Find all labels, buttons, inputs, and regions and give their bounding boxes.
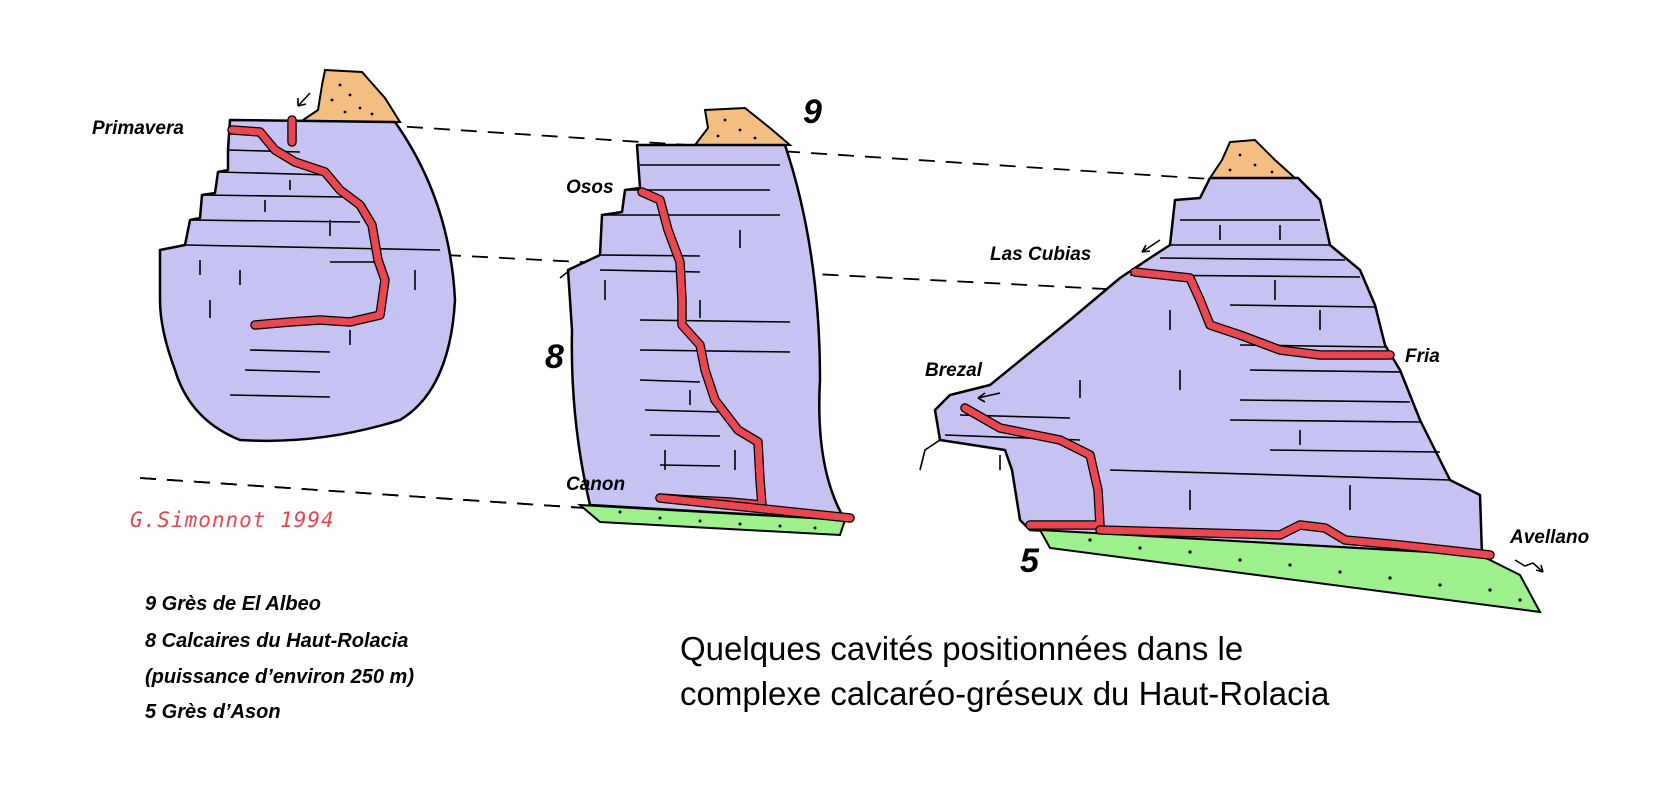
title-line-2: complexe calcaréo-gréseux du Haut-Rolaci… bbox=[680, 675, 1330, 712]
layer-number-labels: 9 8 5 bbox=[545, 93, 1040, 580]
diagram-title: Quelques cavités positionnées dans le co… bbox=[680, 630, 1330, 712]
label-brezal: Brezal bbox=[925, 360, 983, 381]
sandstone-9-dots-3 bbox=[1228, 153, 1274, 174]
legend-item-8-note: (puissance d’environ 250 m) bbox=[145, 666, 414, 688]
sandstone-5-base-2 bbox=[577, 503, 847, 537]
cave-avellano bbox=[1096, 521, 1494, 559]
limestone-block-1 bbox=[158, 118, 457, 443]
title-line-1: Quelques cavités positionnées dans le bbox=[680, 630, 1243, 667]
cave-las-cubias bbox=[1131, 268, 1394, 359]
bedding-block-2 bbox=[599, 164, 791, 470]
arrow-avellano bbox=[1514, 559, 1544, 573]
arrow-brezal bbox=[977, 392, 1001, 403]
layer-number-8: 8 bbox=[545, 338, 564, 376]
limestone-block-3 bbox=[933, 176, 1484, 557]
sandstone-9-dots-2 bbox=[716, 118, 757, 140]
cave-primavera bbox=[228, 126, 389, 329]
sandstone-5-dots-3 bbox=[1088, 538, 1522, 602]
sandstone-9-dots-1 bbox=[330, 83, 374, 116]
sandstone-5-base-3 bbox=[1038, 528, 1542, 614]
dashed-line-top-9 bbox=[379, 124, 1226, 181]
sandstone-9-cap-2 bbox=[692, 106, 793, 146]
dashed-line-base-5-b bbox=[139, 477, 586, 509]
sandstone-9-cap-3 bbox=[1208, 138, 1298, 179]
limestone-block-2 bbox=[566, 143, 847, 522]
bedding-block-3 bbox=[944, 219, 1451, 510]
legend-item-9: 9 Grès de El Albeo bbox=[145, 593, 321, 615]
arrow-las-cubias bbox=[1141, 239, 1161, 253]
legend-item-8: 8 Calcaires du Haut-Rolacia bbox=[145, 630, 408, 652]
layer-number-5: 5 bbox=[1020, 542, 1040, 580]
label-avellano: Avellano bbox=[1509, 527, 1589, 548]
block-osos bbox=[559, 106, 855, 537]
label-canon: Canon bbox=[566, 474, 625, 495]
legend: 9 Grès de El Albeo 8 Calcaires du Haut-R… bbox=[145, 593, 414, 723]
ledge-line-brezal bbox=[919, 439, 941, 471]
sandstone-5-dots-2 bbox=[618, 510, 817, 530]
layer-number-9: 9 bbox=[803, 93, 822, 131]
block-primavera bbox=[158, 68, 457, 443]
label-las-cubias: Las Cubias bbox=[990, 244, 1091, 265]
legend-item-5: 5 Grès d’Ason bbox=[145, 701, 281, 723]
cave-brezal bbox=[961, 404, 1104, 529]
label-fria: Fria bbox=[1405, 346, 1440, 367]
label-primavera: Primavera bbox=[92, 118, 184, 139]
ledge-line-osos bbox=[559, 269, 571, 279]
author-signature: G.Simonnot 1994 bbox=[130, 508, 335, 532]
label-osos: Osos bbox=[566, 177, 614, 198]
correlation-lines bbox=[139, 124, 1226, 509]
block-las-cubias bbox=[919, 138, 1544, 614]
arrow-primavera bbox=[297, 92, 311, 107]
dashed-line-middle bbox=[444, 254, 1126, 291]
cave-canon bbox=[656, 494, 854, 522]
cave-labels: Primavera Osos Canon Las Cubias Fria Bre… bbox=[92, 118, 1589, 548]
bedding-block-1 bbox=[184, 149, 441, 398]
